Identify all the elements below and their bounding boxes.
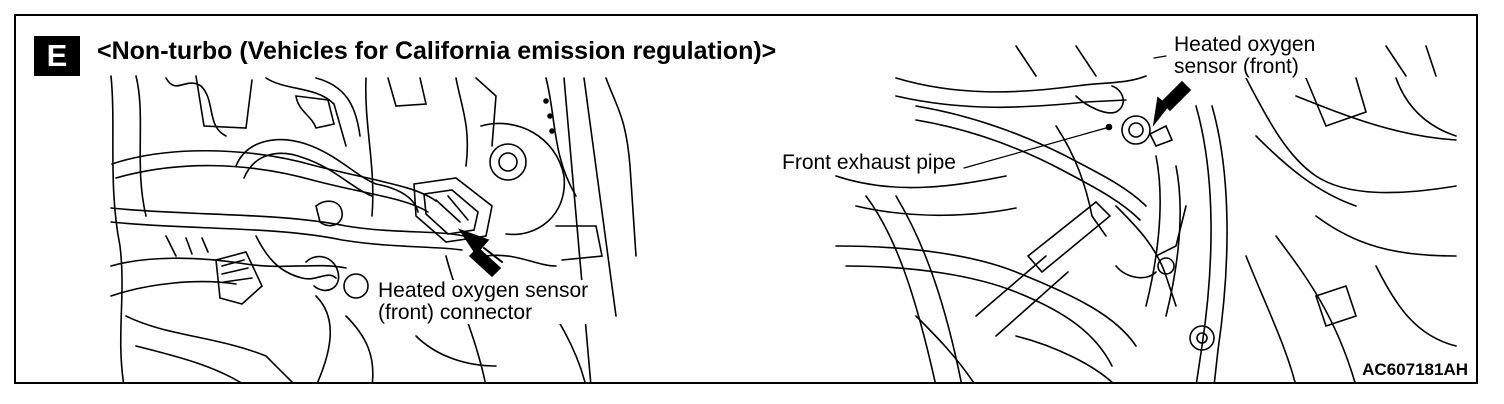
label-front-exhaust-pipe: Front exhaust pipe — [782, 151, 956, 174]
label-heated-oxygen-sensor-connector: Heated oxygen sensor (front) connector — [378, 279, 589, 324]
figure-frame: E <Non-turbo (Vehicles for California em… — [14, 14, 1478, 384]
right-illustration — [835, 45, 1457, 382]
figure-code: AC607181AH — [1360, 360, 1470, 380]
engine-line-art — [110, 45, 1457, 382]
label-heated-oxygen-sensor-front: Heated oxygen sensor (front) — [1174, 33, 1316, 78]
label-line: Heated oxygen — [1174, 33, 1316, 56]
label-line: Heated oxygen sensor — [378, 279, 589, 302]
left-illustration — [110, 75, 637, 382]
label-line: sensor (front) — [1174, 55, 1299, 78]
label-line: (front) connector — [378, 301, 533, 324]
figure-title: <Non-turbo (Vehicles for California emis… — [93, 37, 781, 66]
section-badge: E — [34, 36, 80, 76]
